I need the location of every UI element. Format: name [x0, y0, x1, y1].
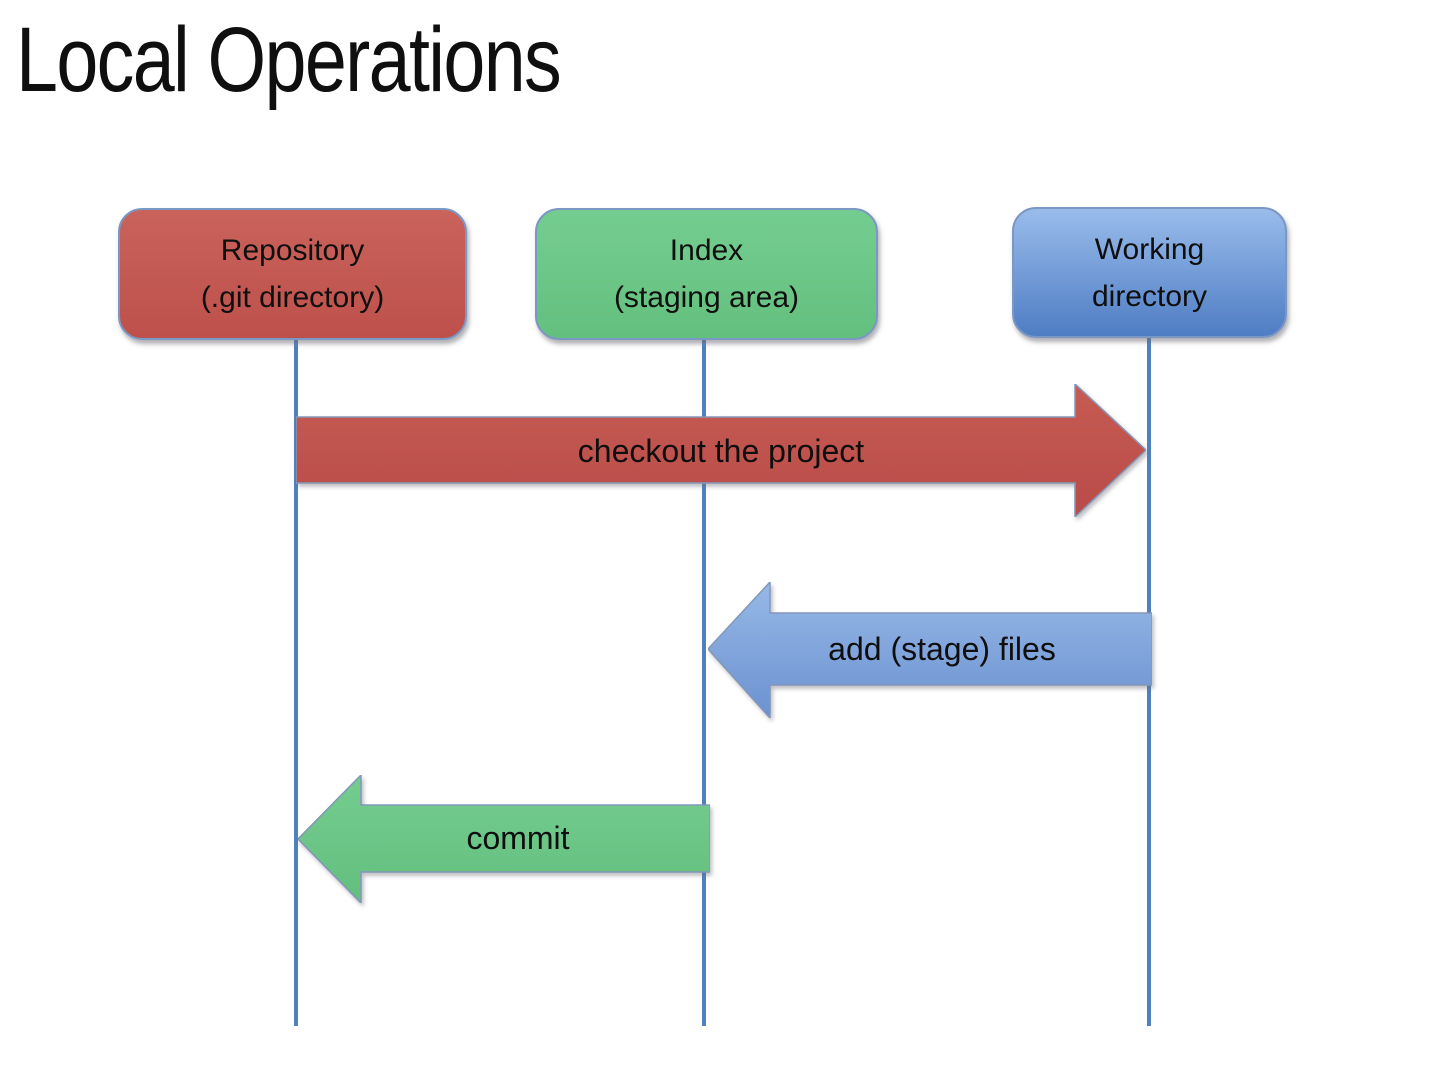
arrow-checkout-shape	[296, 384, 1146, 517]
arrow-commit-left-icon	[298, 775, 710, 903]
slide-title: Local Operations	[16, 9, 562, 111]
arrow-add-shape	[708, 582, 1152, 718]
actor-box-working-directory: Working directory	[1012, 207, 1287, 338]
actor-label-repository: Repository (.git directory)	[200, 234, 385, 314]
arrow-label-checkout: checkout the project	[577, 432, 865, 469]
actor-label-index: Index (staging area)	[613, 234, 800, 314]
arrow-commit-shape	[298, 775, 710, 903]
actor-label-working-directory: Working directory	[1091, 232, 1208, 313]
lifeline-index	[702, 336, 706, 1026]
arrow-add-left-icon	[708, 582, 1152, 718]
arrow-checkout-right-icon	[296, 384, 1146, 517]
actor-box-repository: Repository (.git directory)	[118, 208, 467, 340]
lifeline-repository	[294, 336, 298, 1026]
arrow-label-commit: commit	[466, 820, 570, 856]
actor-box-index: Index (staging area)	[535, 208, 878, 340]
arrow-label-add: add (stage) files	[828, 630, 1056, 667]
